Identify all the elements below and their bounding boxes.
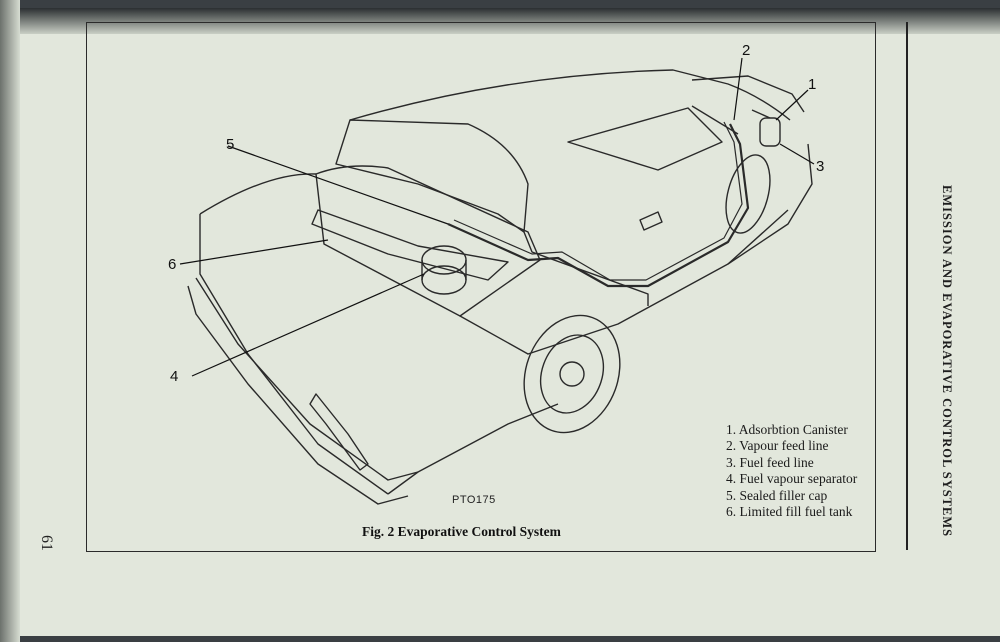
margin-rule [906,22,908,550]
callout-1: 1 [808,76,817,93]
legend-item: 6. Limited fill fuel tank [726,504,853,520]
section-side-title: EMISSION AND EVAPORATIVE CONTROL SYSTEMS [940,185,954,538]
callout-4: 4 [170,368,179,385]
legend-item: 1. Adsorbtion Canister [726,422,848,437]
figure-frame [86,22,876,552]
callout-6: 6 [168,256,177,273]
legend-item: 3. Fuel feed line [726,454,814,470]
figure-caption: Fig. 2 Evaporative Control System [362,524,561,539]
car-line-drawing [179,57,815,505]
callout-3: 3 [816,158,825,175]
page-number: 61 [38,535,55,551]
page-left-edge [0,0,20,642]
figure-legend: 1. Adsorbtion Canister 2. Vapour feed li… [726,422,857,520]
callout-5: 5 [226,136,235,153]
figure-reference-code: PTO175 [452,494,496,506]
legend-item: 5. Sealed filler cap [726,487,828,503]
book-page [0,8,1000,636]
page-top-shadow [0,8,1000,34]
legend-item: 4. Fuel vapour separator [726,471,858,487]
legend-item: 2. Vapour feed line [726,438,829,454]
callout-2: 2 [742,42,751,59]
